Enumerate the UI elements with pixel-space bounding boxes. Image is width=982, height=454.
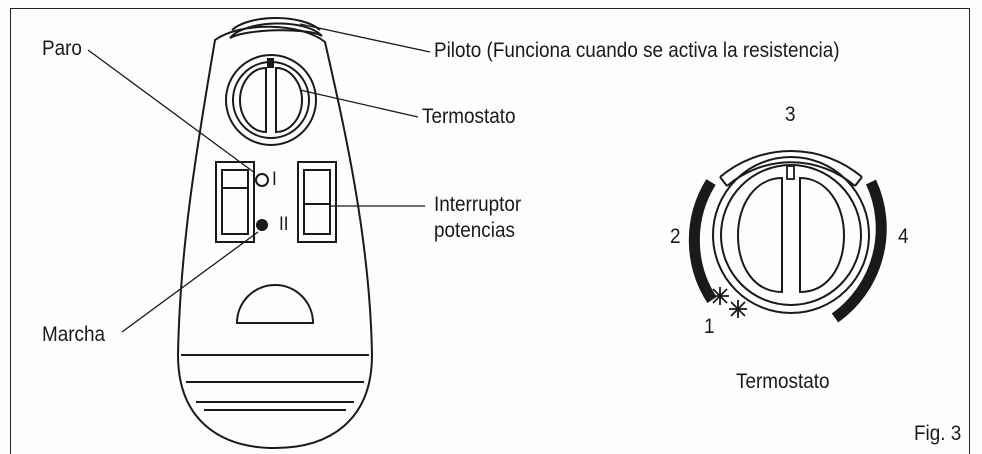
potencias-label: potencias <box>434 219 515 242</box>
dial-position-4: 4 <box>898 225 909 248</box>
marcha-label: Marcha <box>42 323 106 346</box>
termostato-caption: Termostato <box>736 370 830 393</box>
dial-position-1: 1 <box>704 315 715 338</box>
dial-position-3: 3 <box>785 103 796 126</box>
thermostat-dial[interactable] <box>688 150 887 323</box>
dial-position-2: 2 <box>670 225 681 248</box>
on-indicator-dot <box>256 219 268 231</box>
panel-grille-window <box>235 284 315 324</box>
snowflake-icon <box>711 287 729 305</box>
piloto-label: Piloto (Funciona cuando se activa la res… <box>434 39 840 62</box>
interruptor-label: Interruptor <box>434 193 522 216</box>
off-indicator-circle <box>255 173 269 187</box>
switch-mark-off: I <box>272 169 277 190</box>
paro-label: Paro <box>42 37 82 60</box>
left-rocker-switch[interactable] <box>215 161 255 243</box>
power-selector-switch[interactable] <box>297 161 337 243</box>
control-panel <box>176 17 374 450</box>
panel-thermostat-knob[interactable] <box>225 54 317 146</box>
panel-bottom-bands <box>181 354 369 411</box>
callout-leaders <box>87 23 431 333</box>
termostato-callout-label: Termostato <box>422 105 516 128</box>
switch-mark-on: II <box>279 214 289 235</box>
figure-frame <box>10 8 970 454</box>
figure-number: Fig. 3 <box>914 422 962 445</box>
snowflake-icon <box>729 300 747 318</box>
